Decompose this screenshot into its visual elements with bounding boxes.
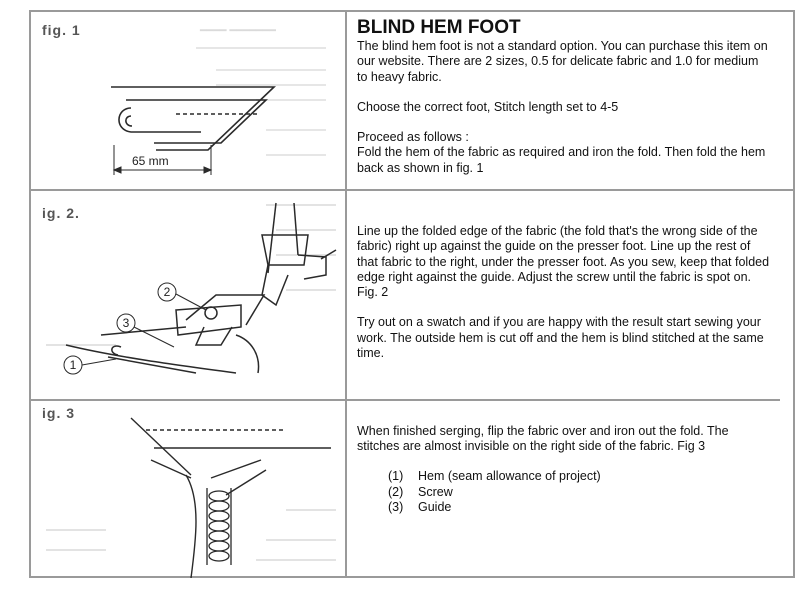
section-1-text: BLIND HEM FOOT The blind hem foot is not… [357, 17, 772, 176]
legend-text: Guide [418, 500, 452, 514]
fig3-label: ig. 3 [42, 405, 76, 421]
parts-legend: (1) Hem (seam allowance of project) (2) … [388, 469, 601, 516]
legend-number: (1) [388, 469, 404, 483]
row-divider-2 [29, 399, 780, 401]
fig2-illustration: 2 3 1 [46, 202, 337, 375]
list-item: (3) Guide [388, 500, 601, 516]
callout-2: 2 [164, 285, 171, 299]
list-item: (2) Screw [388, 485, 601, 501]
legend-text: Hem (seam allowance of project) [418, 469, 601, 483]
legend-number: (3) [388, 500, 404, 514]
fig1-label: fig. 1 [42, 22, 81, 38]
try-out-paragraph: Try out on a swatch and if you are happy… [357, 315, 764, 361]
list-item: (1) Hem (seam allowance of project) [388, 469, 601, 485]
proceed-heading: Proceed as follows : [357, 130, 469, 145]
fig2-label: ig. 2. [42, 205, 80, 221]
page-title: BLIND HEM FOOT [357, 17, 521, 38]
fig1-dimension-label: 65 mm [130, 154, 171, 168]
choose-foot-paragraph: Choose the correct foot, Stitch length s… [357, 99, 619, 114]
legend-text: Screw [418, 484, 453, 499]
document-frame [29, 10, 795, 578]
column-divider [345, 10, 347, 578]
section-2-text: Line up the folded edge of the fabric (t… [357, 224, 772, 361]
line-up-paragraph: Line up the folded edge of the fabric (t… [357, 224, 770, 300]
callout-1: 1 [70, 358, 77, 372]
fig1-illustration [111, 47, 326, 175]
row-divider-1 [29, 189, 795, 191]
finished-paragraph: When finished serging, flip the fabric o… [357, 424, 729, 454]
section-3-text: When finished serging, flip the fabric o… [357, 424, 772, 455]
legend-number: (2) [388, 484, 404, 499]
fold-paragraph: Fold the hem of the fabric as required a… [357, 145, 766, 175]
fig1-background-text: ━━━━ ━━━━━━━ [200, 25, 276, 37]
callout-3: 3 [123, 316, 130, 330]
fig3-illustration [46, 417, 336, 578]
intro-paragraph: The blind hem foot is not a standard opt… [357, 39, 768, 84]
